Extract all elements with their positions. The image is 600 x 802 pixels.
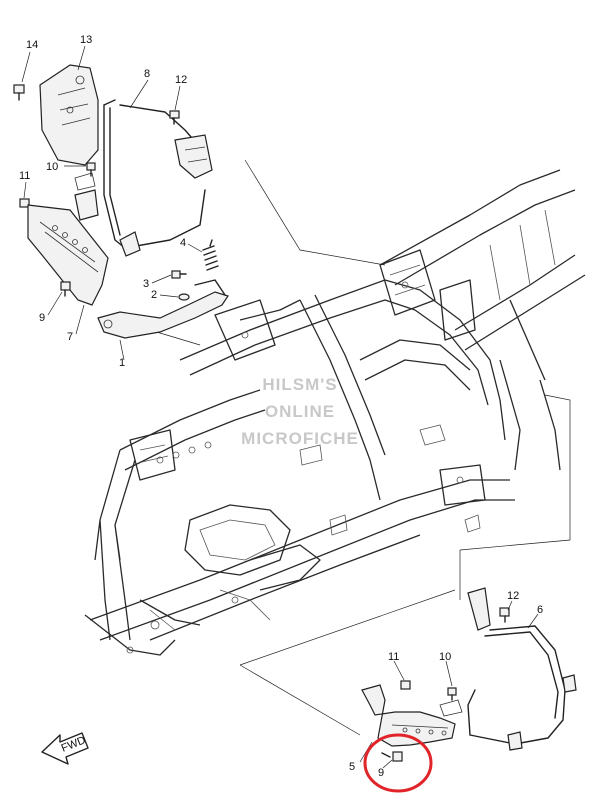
callout-12-upper: 12	[175, 74, 187, 86]
callout-labels: 14 13 8 12 10 11 4 3 2 9 7 1 12 6 11 10 …	[19, 34, 543, 779]
callout-9-lower: 9	[378, 767, 384, 779]
footrest-7	[27, 189, 109, 306]
bolt-3	[171, 270, 187, 279]
fwd-label: FWD	[60, 734, 88, 755]
callout-1: 1	[119, 357, 125, 369]
callout-11-upper: 11	[19, 170, 30, 182]
watermark-line-1: HILSM'S	[262, 375, 337, 394]
bolt-10-upper	[74, 162, 96, 191]
callout-9-upper: 9	[39, 312, 45, 324]
bolt-9-lower	[381, 751, 403, 762]
callout-4: 4	[180, 237, 186, 249]
bracket-6	[467, 587, 577, 751]
callout-7: 7	[67, 331, 73, 343]
watermark: HILSM'S ONLINE MICROFICHE	[241, 375, 359, 448]
spring-4	[202, 239, 219, 271]
callout-11-lower: 11	[388, 651, 399, 663]
heel-guard-13	[39, 64, 99, 166]
nut-11-upper	[19, 198, 30, 208]
leader-lines	[21, 45, 539, 769]
callout-5: 5	[349, 761, 355, 773]
callout-14: 14	[26, 39, 38, 51]
highlight-circle	[363, 733, 433, 793]
callout-2: 2	[151, 289, 157, 301]
nut-11-lower	[400, 680, 411, 690]
washer-2	[178, 293, 190, 301]
bolt-9-upper	[60, 281, 71, 297]
callout-10-upper: 10	[46, 161, 58, 173]
callout-3: 3	[143, 278, 149, 290]
callout-13: 13	[80, 34, 92, 46]
callout-8: 8	[144, 68, 150, 80]
callout-10-lower: 10	[439, 651, 451, 663]
callout-12-lower: 12	[507, 590, 519, 602]
bolt-12-upper	[169, 110, 180, 125]
footrest-5	[361, 684, 456, 747]
brake-pedal-1	[97, 279, 229, 339]
bolt-10-lower	[439, 687, 463, 717]
forward-arrow: FWD	[41, 732, 89, 765]
bracket-8	[103, 99, 213, 257]
callout-6: 6	[537, 604, 543, 616]
watermark-line-2: ONLINE	[265, 402, 335, 421]
bolt-12-lower	[499, 607, 510, 623]
bolt-14	[13, 84, 25, 101]
atv-frame	[84, 169, 586, 656]
watermark-line-3: MICROFICHE	[241, 429, 359, 448]
